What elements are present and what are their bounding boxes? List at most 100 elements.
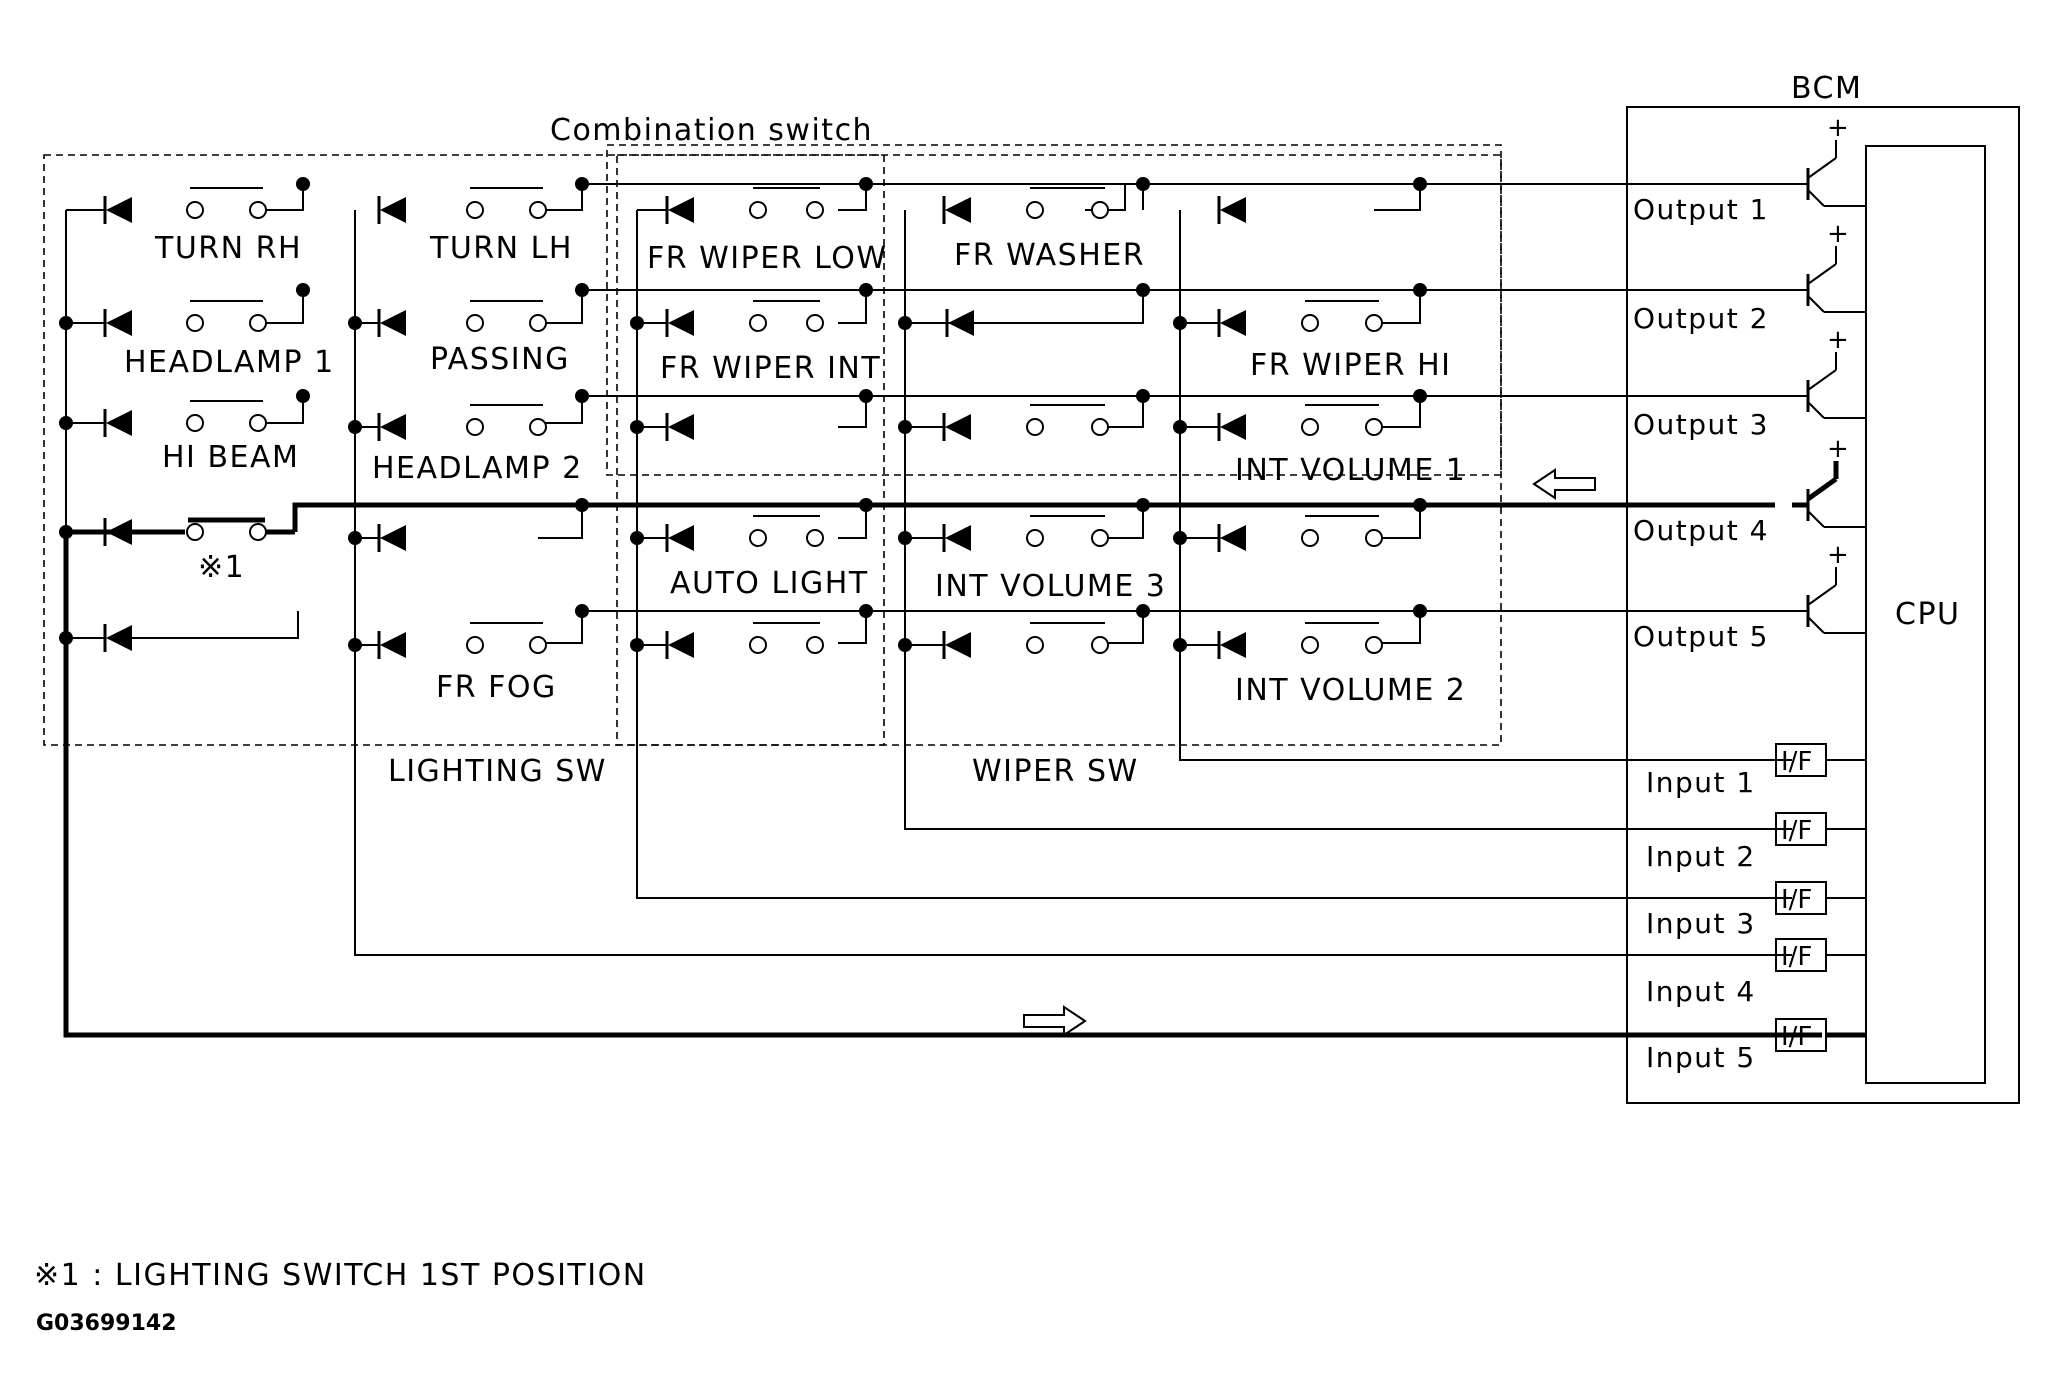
output-3-label: Output 3 [1633, 408, 1769, 441]
int-volume-3-label: INT VOLUME 3 [935, 569, 1166, 604]
fr-wiper-low-contact-icon [806, 201, 824, 219]
wire [1374, 290, 1421, 324]
auto-light-label: AUTO LIGHT [670, 566, 869, 601]
auto-light-b-diode-icon [668, 632, 694, 658]
junction-dot [59, 416, 73, 430]
junction-dot [296, 283, 310, 297]
junction-dot [575, 389, 589, 403]
input-5-label: Input 5 [1646, 1041, 1756, 1074]
fr-wiper-low-label: FR WIPER LOW [647, 241, 888, 276]
turn-lh-label: TURN LH [429, 231, 573, 266]
fr-wiper-int-diode-icon [668, 310, 694, 336]
junction-dot [348, 638, 362, 652]
wire [538, 184, 583, 211]
junction-dot [59, 631, 73, 645]
turn-lh-contact-icon [466, 201, 484, 219]
int-volume-1-contact-icon [1365, 418, 1383, 436]
first-position-diode-icon [106, 519, 132, 545]
junction-dot [348, 531, 362, 545]
flow-arrow-right-icon [1023, 1005, 1087, 1037]
flow-arrows [1023, 468, 1596, 1037]
first-position-contact-icon [186, 523, 204, 541]
input-5-active-wire [63, 532, 1822, 1038]
figure-code: G03699142 [36, 1311, 177, 1336]
junction-dot [630, 638, 644, 652]
transistor-emitter-icon [1807, 616, 1825, 634]
wire [132, 611, 299, 639]
turn-rh-contact-icon [249, 201, 267, 219]
junction-dot [1413, 498, 1427, 512]
wire [264, 396, 304, 424]
wire [1100, 505, 1144, 539]
junction-dot [1413, 177, 1427, 191]
transistor-emitter-icon [1807, 295, 1825, 313]
wire [538, 611, 583, 644]
wire [948, 290, 1144, 324]
int-volume-3-b-contact-icon [1026, 636, 1044, 654]
wire [354, 210, 1792, 956]
supply-plus-label: + [1827, 540, 1849, 570]
flow-arrow-left-icon [1532, 468, 1596, 500]
junction-dot [1136, 177, 1150, 191]
wire [264, 184, 304, 211]
turn-lh-diode-icon [380, 197, 406, 223]
wire [538, 290, 583, 324]
int-volume-1-label: INT VOLUME 1 [1235, 453, 1466, 488]
transistor-collector-icon [1807, 157, 1837, 179]
input-2-label: Input 2 [1646, 840, 1756, 873]
int-volume-3-diode-icon [945, 525, 971, 551]
junction-dot [898, 316, 912, 330]
junction-dot [348, 316, 362, 330]
auto-light-b-contact-icon [806, 636, 824, 654]
fr-washer-contact-icon [1026, 201, 1044, 219]
junction-dot [859, 604, 873, 618]
int-volume-2-a-contact-icon [1301, 529, 1319, 547]
headlamp-2-contact-icon [529, 418, 547, 436]
headlamp-2-return-diode-icon [668, 414, 694, 440]
components [103, 187, 1383, 659]
note-marker: ※1 [198, 550, 245, 585]
junction-dot [898, 638, 912, 652]
int-volume-3-b-diode-icon [945, 632, 971, 658]
junction-dot [1413, 604, 1427, 618]
hi-beam-contact-icon [249, 414, 267, 432]
wire [538, 505, 583, 539]
cpu-box [1865, 145, 1986, 1084]
interface-label: I/F [1781, 816, 1812, 846]
junction-dot [859, 498, 873, 512]
auto-light-b-contact-icon [749, 636, 767, 654]
input-4-label: Input 4 [1646, 975, 1756, 1008]
interface-label: I/F [1781, 1022, 1812, 1052]
enclosures [43, 106, 2020, 1104]
int-volume-1-a-diode-icon [945, 414, 971, 440]
hi-beam-contact-icon [186, 414, 204, 432]
wire [838, 290, 867, 324]
fr-wiper-hi-diode-icon [1220, 310, 1246, 336]
fr-wiper-low-contact-icon [749, 201, 767, 219]
fr-fog-contact-icon [529, 636, 547, 654]
turn-lh-contact-icon [529, 201, 547, 219]
junction-dot [59, 525, 73, 539]
wire [838, 396, 867, 428]
junction-dot [575, 177, 589, 191]
wire [838, 184, 867, 211]
auto-light-contact-icon [806, 529, 824, 547]
headlamp-2-contact-icon [466, 418, 484, 436]
wiper-sw-label: WIPER SW [972, 754, 1139, 789]
junction-dot [1413, 283, 1427, 297]
wire [1374, 184, 1421, 211]
junction-dot [1136, 604, 1150, 618]
passing-diode-icon [380, 310, 406, 336]
fr-wiper-low-diode-icon [668, 197, 694, 223]
turn-rh-diode-icon [106, 197, 132, 223]
int-volume-3-contact-icon [1026, 529, 1044, 547]
input-3-label: Input 3 [1646, 907, 1756, 940]
first-position-contact-icon [249, 523, 267, 541]
transistor-collector-icon [1807, 263, 1837, 285]
supply-plus-label: + [1827, 434, 1849, 464]
fr-wiper-int-label: FR WIPER INT [660, 351, 881, 386]
wiring [63, 183, 1822, 1038]
turn-rh-label: TURN RH [154, 231, 302, 266]
junction-dot [859, 389, 873, 403]
